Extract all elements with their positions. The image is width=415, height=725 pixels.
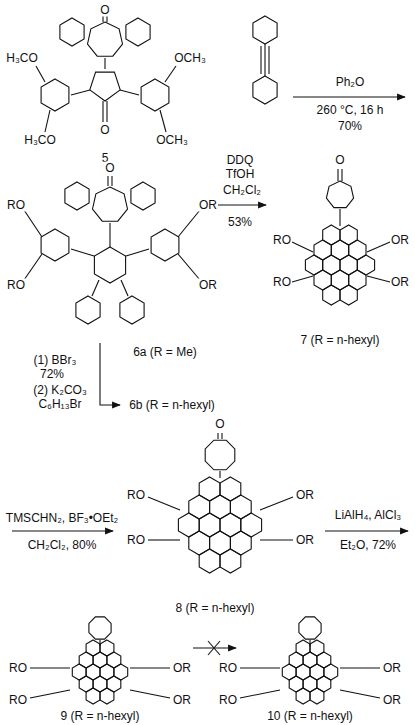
ring-bond: [323, 285, 340, 305]
chem-label: 7 (R = n-hexyl): [299, 334, 380, 347]
ring-bond: [151, 229, 179, 261]
ring-bond: [253, 16, 277, 44]
chem-label: OR: [390, 234, 410, 247]
chem-label: TfOH: [225, 168, 256, 181]
chem-label: OR: [172, 662, 192, 675]
ring-bond: [199, 549, 220, 573]
ring-bond: [310, 688, 324, 704]
ring-bond: [326, 181, 353, 208]
ring-bond: [296, 688, 310, 704]
ring-bond: [299, 617, 321, 639]
chem-label: TMSCHN₂, BF₃•OEt₂: [5, 512, 119, 525]
chem-label: RO: [8, 662, 28, 675]
chem-label: 9 (R = n-hexyl): [59, 710, 140, 723]
ring-bond: [253, 76, 277, 104]
chem-label: O: [99, 4, 110, 17]
chem-label: O: [99, 124, 110, 137]
chem-label: RO: [272, 234, 292, 247]
ring-bond: [120, 296, 144, 324]
chem-label: H₃CO: [23, 134, 57, 147]
ring-bond: [340, 285, 357, 305]
ring-bond: [100, 688, 114, 704]
chem-label: 8 (R = n-hexyl): [174, 602, 255, 615]
ring-bond: [41, 79, 69, 111]
chem-label: DDQ: [226, 154, 255, 167]
ring-bond: [65, 182, 89, 210]
chem-label: OR: [198, 279, 218, 292]
chem-label: OR: [382, 662, 402, 675]
chem-label: RO: [126, 534, 146, 547]
chem-label: RO: [126, 489, 146, 502]
ring-bond: [60, 18, 84, 46]
ring-bond: [90, 72, 120, 101]
chem-label: O: [214, 418, 225, 431]
chem-label: CH₂Cl₂: [222, 184, 262, 197]
chem-label: 70%: [337, 120, 363, 133]
chem-label: 10 (R = n-hexyl): [266, 710, 354, 723]
chem-label: 6b (R = n-hexyl): [128, 399, 216, 412]
chem-label: 260 °C, 16 h: [316, 104, 385, 117]
chem-label: 6a (R = Me): [132, 346, 198, 359]
chem-label: RO: [6, 199, 26, 212]
chem-label: OCH₃: [155, 134, 189, 147]
ring-bond: [88, 22, 123, 56]
ring-bond: [205, 440, 235, 470]
ring-bond: [93, 187, 128, 221]
chem-label: CH₂Cl₂, 80%: [27, 539, 98, 552]
ring-bond: [131, 182, 155, 210]
chem-label: OR: [198, 199, 218, 212]
chem-label: O: [104, 162, 115, 175]
chem-label: OCH₃: [173, 52, 207, 65]
chem-label: O: [334, 154, 345, 167]
chem-label: Ph₂O: [335, 76, 366, 89]
chem-label: OR: [172, 694, 192, 707]
chem-label: RO: [218, 694, 238, 707]
chem-label: H₃CO: [5, 52, 39, 65]
chem-label: 53%: [227, 216, 253, 229]
ring-bond: [220, 549, 241, 573]
chem-label: OR: [295, 534, 315, 547]
chem-label: RO: [6, 279, 26, 292]
ring-bond: [94, 247, 125, 283]
chem-label: OR: [382, 694, 402, 707]
chem-label: RO: [272, 276, 292, 289]
ring-bond: [126, 18, 150, 46]
chem-label: (1) BBr₃: [33, 354, 78, 367]
chem-label: 72%: [39, 368, 65, 381]
ring-bond: [41, 229, 69, 261]
ring-bond: [86, 688, 100, 704]
chem-label: (2) K₂CO₃: [32, 384, 88, 397]
ring-bond: [89, 617, 111, 639]
chem-label: C₆H₁₃Br: [37, 398, 82, 411]
chem-label: Et₂O, 72%: [339, 539, 397, 552]
ring-bond: [141, 79, 169, 111]
ring-bond: [76, 296, 100, 324]
chem-label: OR: [295, 489, 315, 502]
chem-label: RO: [8, 694, 28, 707]
chem-label: LiAlH₄, AlCl₃: [334, 509, 402, 522]
chem-label: RO: [218, 662, 238, 675]
chem-label: OR: [390, 276, 410, 289]
